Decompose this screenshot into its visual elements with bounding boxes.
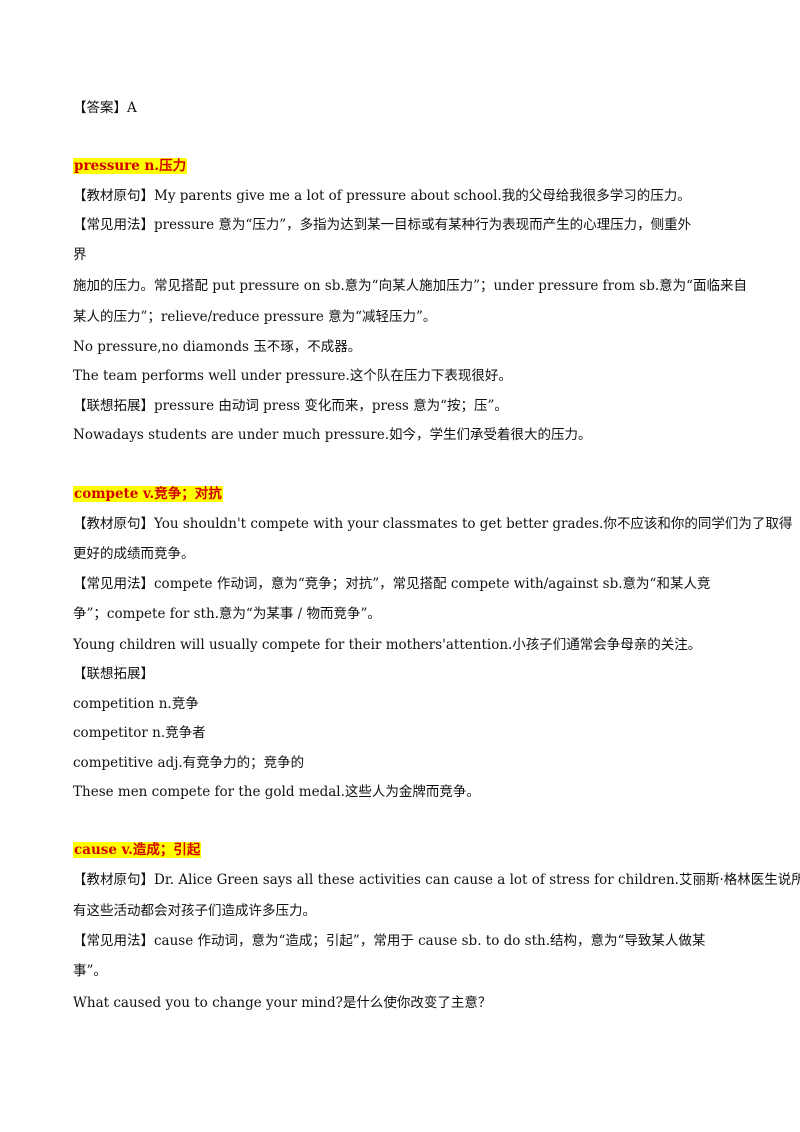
text-line: 【教材原句】Dr. Alice Green says all these act… bbox=[73, 872, 800, 888]
text-line: 施加的压力。常见搭配 put pressure on sb.意为“向某人施加压力… bbox=[73, 278, 748, 294]
text-line: These men compete for the gold medal.这些人… bbox=[73, 784, 480, 800]
text-line: 【常见用法】cause 作动词，意为“造成；引起”，常用于 cause sb. … bbox=[73, 933, 706, 949]
text-line: 有这些活动都会对孩子们造成许多压力。 bbox=[73, 903, 316, 919]
section-heading-pressure: pressure n.压力 bbox=[73, 157, 188, 175]
text-line: Nowadays students are under much pressur… bbox=[73, 427, 592, 443]
text-line: 界 bbox=[73, 247, 87, 263]
text-line: competitor n.竞争者 bbox=[73, 725, 206, 741]
text-line: 【教材原句】You shouldn't compete with your cl… bbox=[73, 516, 793, 532]
text-line: What caused you to change your mind?是什么使… bbox=[73, 995, 492, 1011]
text-line: competitive adj.有竞争力的；竞争的 bbox=[73, 755, 305, 771]
text-line: The team performs well under pressure.这个… bbox=[73, 368, 512, 384]
text-line: 【教材原句】My parents give me a lot of pressu… bbox=[73, 188, 691, 204]
section-heading-compete: compete v.竞争；对抗 bbox=[73, 485, 223, 503]
text-line: 【常见用法】pressure 意为“压力”，多指为达到某一目标或有某种行为表现而… bbox=[73, 217, 692, 233]
heading-highlight: compete v.竞争；对抗 bbox=[73, 486, 223, 502]
text-line: No pressure,no diamonds 玉不琢，不成器。 bbox=[73, 339, 362, 355]
text-line: 【联想拓展】pressure 由动词 press 变化而来，press 意为“按… bbox=[73, 398, 508, 414]
heading-highlight: cause v.造成；引起 bbox=[73, 842, 202, 858]
section-heading-cause: cause v.造成；引起 bbox=[73, 841, 202, 859]
text-line: competition n.竞争 bbox=[73, 696, 199, 712]
text-line: 某人的压力”；relieve/reduce pressure 意为“减轻压力”。 bbox=[73, 309, 437, 325]
text-line: Young children will usually compete for … bbox=[73, 637, 702, 653]
text-line: 【常见用法】compete 作动词，意为“竞争；对抗”，常见搭配 compete… bbox=[73, 576, 711, 592]
text-line: 【联想拓展】 bbox=[73, 666, 154, 682]
answer-line: 【答案】A bbox=[73, 100, 137, 116]
text-line: 事”。 bbox=[73, 963, 107, 979]
text-line: 争”；compete for sth.意为“为某事 / 物而竞争”。 bbox=[73, 606, 381, 622]
text-line: 更好的成绩而竞争。 bbox=[73, 546, 195, 562]
heading-highlight: pressure n.压力 bbox=[73, 158, 188, 174]
